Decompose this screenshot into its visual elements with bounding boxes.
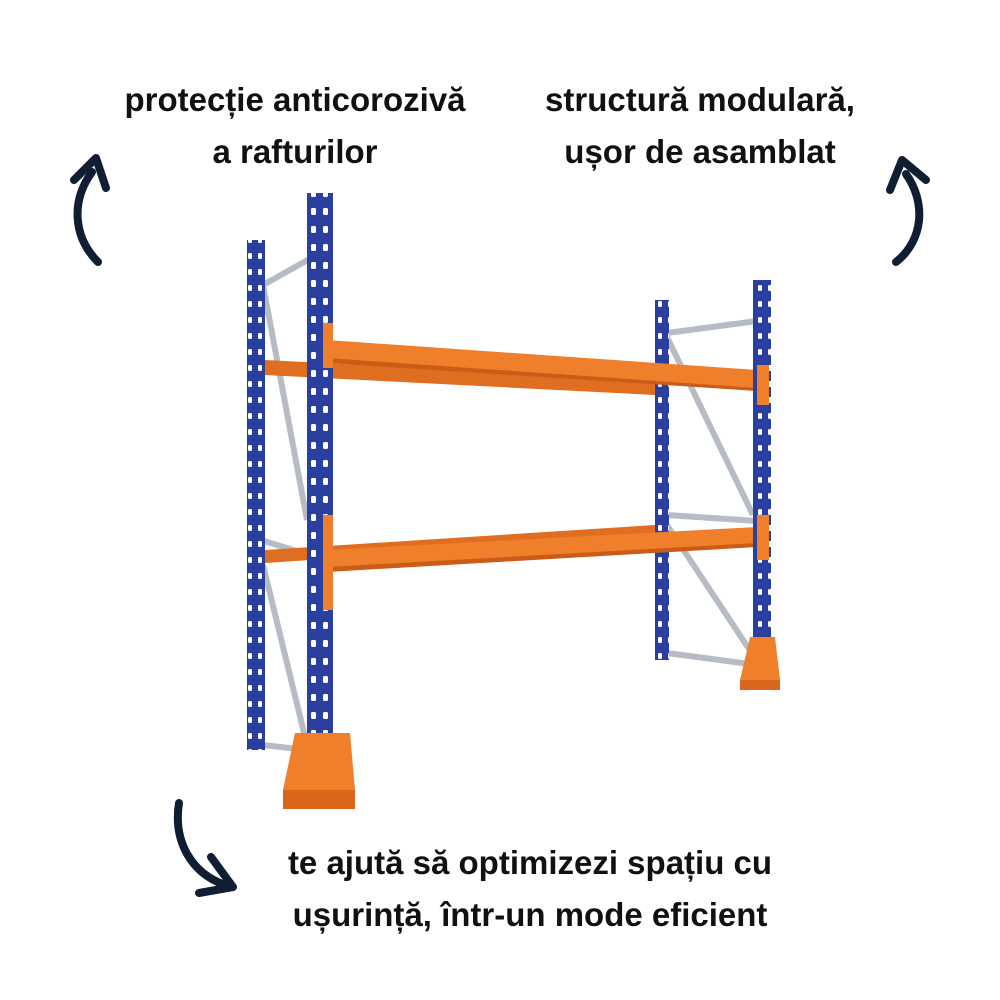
caption-line: te ajută să optimizezi spațiu cu bbox=[287, 844, 773, 881]
caption-line: structură modulară, bbox=[545, 81, 855, 118]
back-left-upright bbox=[247, 240, 265, 750]
caption-line: ușurință, într-un mode eficient bbox=[292, 896, 768, 933]
pallet-rack-image bbox=[247, 193, 780, 809]
upper-back-beam bbox=[265, 360, 655, 395]
caption-line: ușor de asamblat bbox=[564, 133, 836, 170]
curved-arrow-up-icon bbox=[70, 154, 110, 266]
back-right-upright bbox=[655, 300, 669, 660]
lower-front-beam bbox=[327, 527, 757, 570]
front-right-upright bbox=[753, 280, 771, 650]
caption-modular-structure: structură modulară, ușor de asamblat bbox=[510, 74, 890, 178]
caption-corrosion-protection: protecție anticorozivă a rafturilor bbox=[95, 74, 495, 178]
caption-space-optimization: te ajută să optimizezi spațiu cu ușurinț… bbox=[230, 837, 830, 941]
curved-arrow-down-right-icon bbox=[173, 799, 237, 897]
upper-front-beam bbox=[327, 340, 757, 390]
caption-line: a rafturilor bbox=[212, 133, 378, 170]
curved-arrow-up-icon bbox=[886, 156, 930, 266]
front-left-upright bbox=[307, 193, 333, 753]
caption-line: protecție anticorozivă bbox=[124, 81, 466, 118]
front-right-foot-protector bbox=[740, 637, 780, 680]
front-left-foot-protector bbox=[283, 733, 355, 790]
left-frame-braces bbox=[260, 254, 315, 753]
